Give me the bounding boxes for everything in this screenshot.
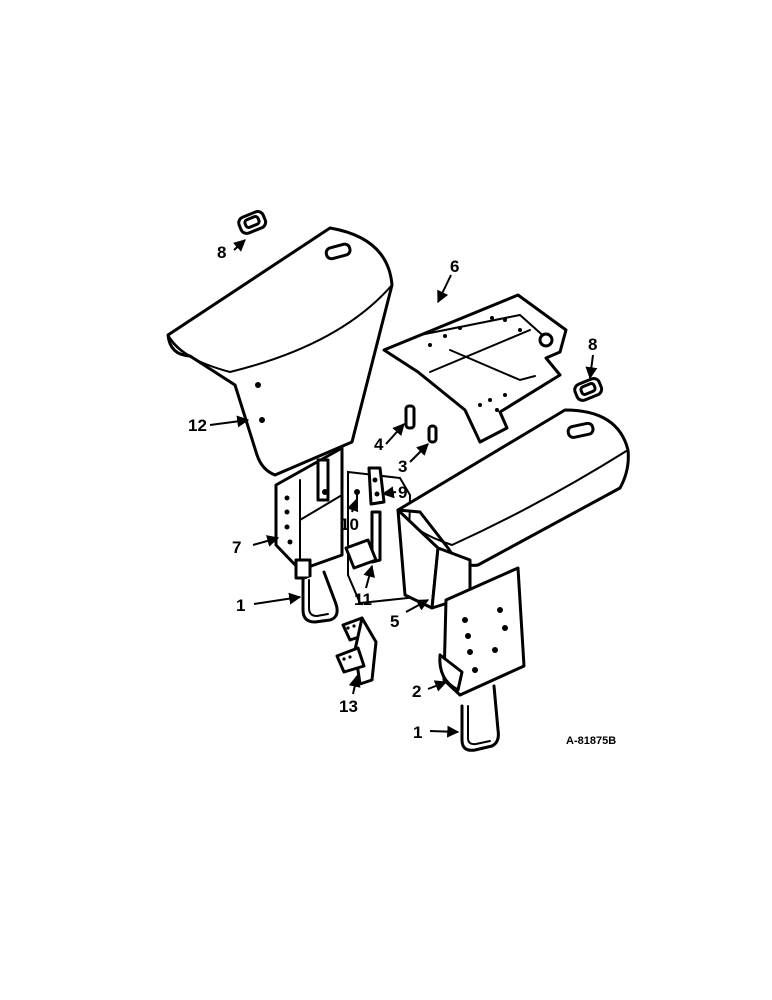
callout-13: 13 [339, 697, 358, 716]
reference-code: A-81875B [566, 735, 616, 747]
callout-1-left: 1 [236, 596, 245, 615]
callout-8-left: 8 [217, 243, 226, 262]
callout-3: 3 [398, 457, 407, 476]
callout-11: 11 [354, 590, 372, 609]
leader-lines [209, 239, 598, 738]
part-11-pedal-rod [344, 510, 382, 570]
part-12-left-fender [166, 226, 394, 477]
callout-10: 10 [340, 515, 359, 534]
callout-6: 6 [450, 257, 459, 276]
part-6-platform [382, 293, 568, 444]
callout-2: 2 [412, 682, 421, 701]
part-9-plate [367, 466, 386, 506]
part-8-grommet-right [573, 377, 604, 402]
part-5-right-fender [396, 408, 630, 610]
callout-1-right: 1 [413, 723, 422, 742]
callout-12: 12 [188, 416, 207, 435]
callout-4: 4 [374, 435, 384, 454]
part-2-right-bracket [438, 566, 526, 697]
part-4-pin [404, 404, 416, 430]
callout-7: 7 [232, 538, 241, 557]
part-1-u-bolt-right [460, 684, 500, 752]
part-13-pedals [335, 616, 378, 686]
callout-9: 9 [398, 483, 407, 502]
part-7-left-bracket [274, 446, 344, 580]
part-8-grommet-left [237, 210, 268, 235]
callout-8-right: 8 [588, 335, 597, 354]
part-3-pin [427, 424, 438, 444]
callout-5: 5 [390, 612, 399, 631]
part-1-u-bolt-left [301, 570, 339, 624]
